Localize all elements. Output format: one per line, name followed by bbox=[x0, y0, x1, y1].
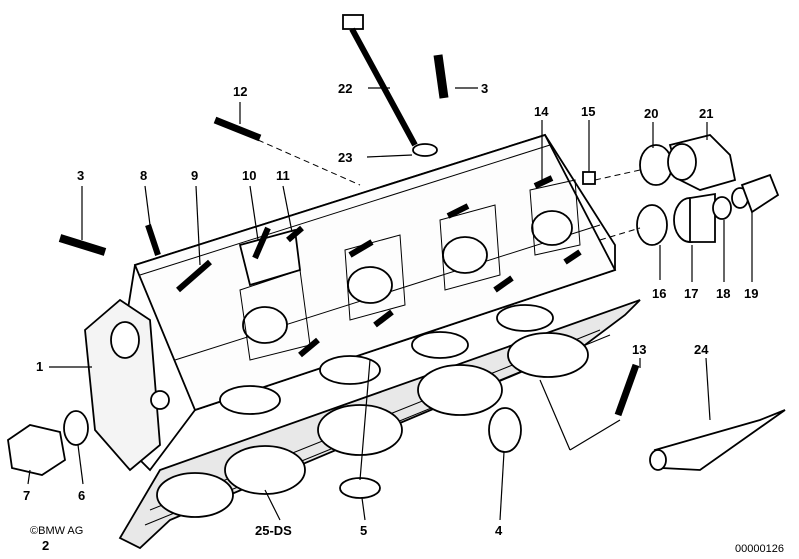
callout-8: 8 bbox=[140, 168, 147, 183]
callout-6: 6 bbox=[78, 488, 85, 503]
washer-23 bbox=[412, 143, 438, 157]
seal-4 bbox=[488, 407, 522, 453]
head-gasket bbox=[118, 299, 641, 550]
callout-13: 13 bbox=[632, 342, 646, 357]
callout-11: 11 bbox=[276, 168, 290, 183]
head-bolt bbox=[342, 14, 418, 147]
callout-15: 15 bbox=[581, 104, 595, 119]
right-fittings bbox=[582, 134, 780, 246]
callout-9: 9 bbox=[191, 168, 198, 183]
callout-21: 21 bbox=[699, 106, 713, 121]
cylinder-head-block bbox=[84, 133, 617, 472]
leader-lines bbox=[27, 87, 753, 521]
callout-20: 20 bbox=[644, 106, 658, 121]
callout-3b: 3 bbox=[481, 81, 488, 96]
callout-4: 4 bbox=[495, 523, 503, 538]
callout-2: 2 bbox=[42, 538, 49, 553]
callout-25-ds: 25-DS bbox=[255, 523, 292, 538]
callout-18: 18 bbox=[716, 286, 730, 301]
callout-19: 19 bbox=[744, 286, 758, 301]
copyright: ©BMW AG bbox=[30, 525, 83, 537]
callout-10: 10 bbox=[242, 168, 256, 183]
callout-labels: 1 2 3 3 4 5 6 7 8 9 10 11 12 13 14 15 16… bbox=[23, 81, 758, 553]
callout-16: 16 bbox=[652, 286, 666, 301]
studs bbox=[58, 54, 640, 417]
sealant-tube bbox=[649, 409, 786, 471]
plug-and-washer bbox=[7, 410, 89, 476]
diagram-number: 00000126 bbox=[735, 543, 784, 555]
callout-3a: 3 bbox=[77, 168, 84, 183]
callout-24: 24 bbox=[694, 342, 709, 357]
callout-1: 1 bbox=[36, 359, 43, 374]
callout-5: 5 bbox=[360, 523, 367, 538]
callout-14: 14 bbox=[534, 104, 549, 119]
callout-12: 12 bbox=[233, 84, 247, 99]
callout-23: 23 bbox=[338, 150, 352, 165]
sleeve-5 bbox=[339, 477, 381, 499]
callout-17: 17 bbox=[684, 286, 698, 301]
callout-22: 22 bbox=[338, 81, 352, 96]
callout-7: 7 bbox=[23, 488, 30, 503]
